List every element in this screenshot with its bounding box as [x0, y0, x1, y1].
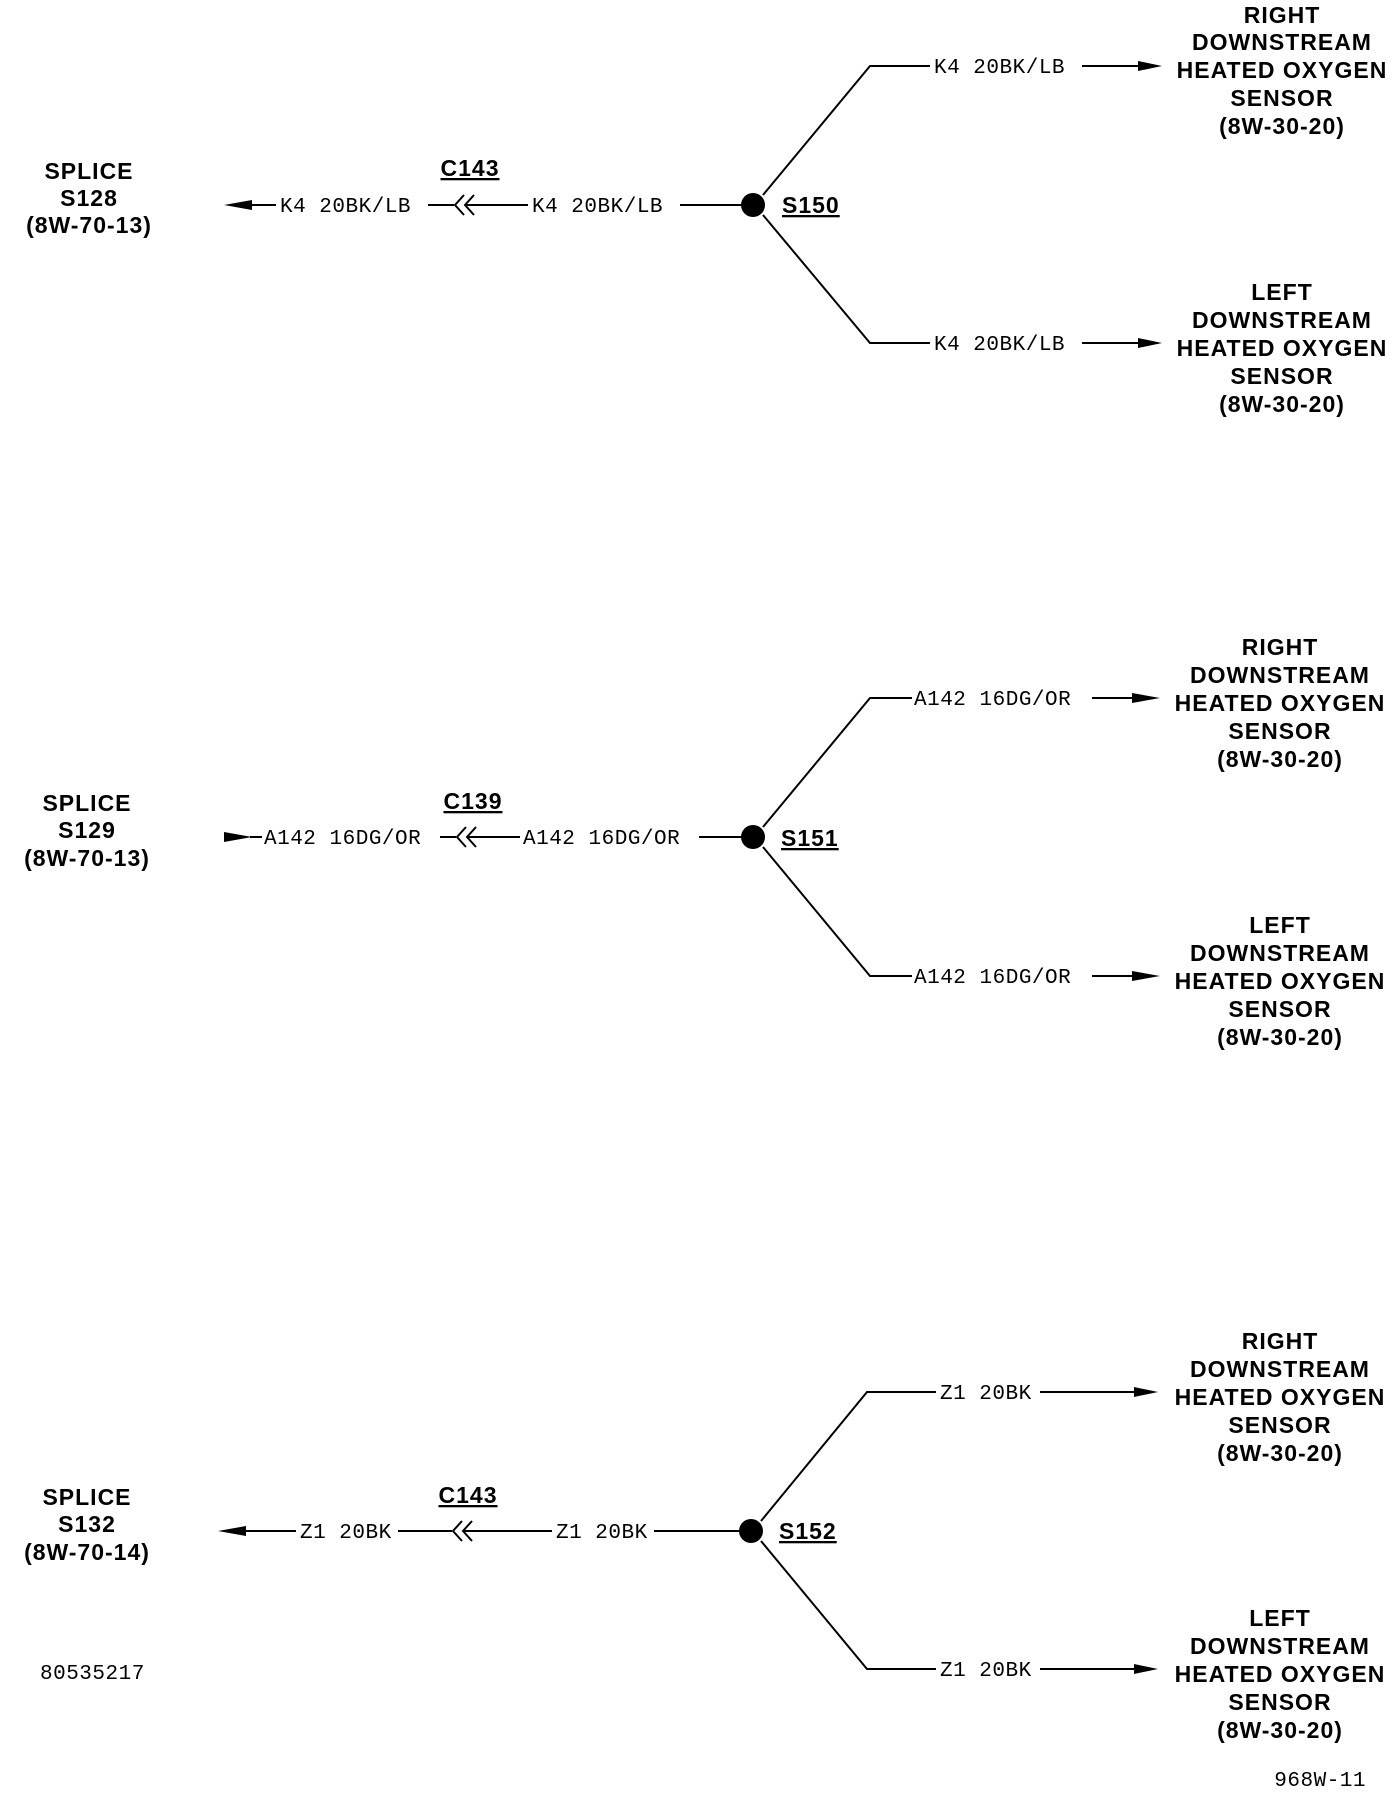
splice-label-line: SPLICE	[44, 158, 133, 184]
arrow-left-icon	[224, 200, 252, 210]
destination-label-line: DOWNSTREAM	[1190, 940, 1370, 966]
destination-label-line: (8W-30-20)	[1217, 746, 1343, 772]
arrow-right-icon	[1138, 61, 1162, 71]
splice-label-line: (8W-70-13)	[24, 845, 150, 871]
destination-label-line: HEATED OXYGEN	[1175, 968, 1386, 994]
circuit-3: SPLICE S132 (8W-70-14) Z1 20BK C143 Z1 2…	[24, 1328, 1386, 1743]
destination-label-line: HEATED OXYGEN	[1175, 1384, 1386, 1410]
branch-lower	[762, 214, 930, 344]
arrow-left-icon	[218, 1526, 246, 1536]
connector-chevron-icon	[451, 1520, 463, 1542]
destination-label-line: LEFT	[1249, 912, 1311, 938]
connector-label: C143	[441, 155, 500, 181]
arrow-right-icon	[1132, 693, 1160, 703]
circuit-1: SPLICE S128 (8W-70-13) K4 20BK/LB C143 K…	[26, 2, 1388, 417]
destination-label-line: RIGHT	[1244, 2, 1321, 28]
wire-label: A142 16DG/OR	[523, 828, 680, 851]
destination-label-line: HEATED OXYGEN	[1175, 690, 1386, 716]
connector-label: C143	[439, 1482, 498, 1508]
splice-point-label: S151	[781, 825, 839, 851]
branch-lower	[762, 846, 912, 977]
splice-dot-icon	[741, 825, 765, 849]
destination-label-line: DOWNSTREAM	[1190, 1633, 1370, 1659]
destination-label-line: SENSOR	[1228, 1412, 1331, 1438]
splice-dot-icon	[739, 1519, 763, 1543]
branch-lower	[760, 1540, 936, 1670]
connector-label: C139	[444, 788, 503, 814]
splice-label-line: (8W-70-13)	[26, 212, 152, 238]
destination-label-line: SENSOR	[1228, 996, 1331, 1022]
destination-label-line: SENSOR	[1230, 85, 1333, 111]
connector-chevron-icon	[455, 826, 467, 848]
destination-label-line: (8W-30-20)	[1217, 1024, 1343, 1050]
branch-upper	[762, 697, 912, 828]
splice-point-label: S152	[779, 1518, 837, 1544]
wire-label: K4 20BK/LB	[280, 196, 411, 219]
circuit-2: SPLICE S129 (8W-70-13) A142 16DG/OR C139…	[24, 634, 1386, 1050]
splice-label-line: S132	[58, 1511, 116, 1537]
destination-label-line: DOWNSTREAM	[1192, 307, 1372, 333]
destination-label-line: RIGHT	[1242, 634, 1319, 660]
wire-label: Z1 20BK	[556, 1522, 648, 1545]
destination-label-line: LEFT	[1249, 1605, 1311, 1631]
destination-label-line: DOWNSTREAM	[1190, 662, 1370, 688]
destination-label-line: (8W-30-20)	[1217, 1440, 1343, 1466]
destination-label-line: DOWNSTREAM	[1192, 29, 1372, 55]
destination-label-line: HEATED OXYGEN	[1177, 335, 1388, 361]
arrow-right-icon	[1134, 1387, 1158, 1397]
destination-label-line: DOWNSTREAM	[1190, 1356, 1370, 1382]
arrow-right-icon	[1138, 338, 1162, 348]
wire-label: A142 16DG/OR	[914, 689, 1071, 712]
destination-label-line: SENSOR	[1228, 718, 1331, 744]
arrow-right-icon	[1134, 1664, 1158, 1674]
connector-chevron-icon	[453, 194, 465, 216]
splice-dot-icon	[741, 193, 765, 217]
splice-point-label: S150	[782, 192, 840, 218]
splice-label-line: SPLICE	[42, 790, 131, 816]
wire-label: K4 20BK/LB	[532, 196, 663, 219]
wire-label: K4 20BK/LB	[934, 57, 1065, 80]
destination-label-line: (8W-30-20)	[1219, 113, 1345, 139]
destination-label-line: HEATED OXYGEN	[1175, 1661, 1386, 1687]
figure-id: 968W-11	[1274, 1770, 1366, 1793]
wire-label: A142 16DG/OR	[264, 828, 421, 851]
splice-label-line: SPLICE	[42, 1484, 131, 1510]
branch-upper	[762, 65, 930, 196]
wire-label: Z1 20BK	[940, 1383, 1032, 1406]
arrow-right-icon	[224, 832, 252, 842]
destination-label-line: (8W-30-20)	[1217, 1717, 1343, 1743]
arrow-right-icon	[1132, 971, 1160, 981]
destination-label-line: SENSOR	[1230, 363, 1333, 389]
wire-label: Z1 20BK	[940, 1660, 1032, 1683]
wire-label: A142 16DG/OR	[914, 967, 1071, 990]
destination-label-line: SENSOR	[1228, 1689, 1331, 1715]
branch-upper	[760, 1391, 936, 1522]
splice-label-line: S129	[58, 817, 116, 843]
destination-label-line: (8W-30-20)	[1219, 391, 1345, 417]
splice-label-line: S128	[60, 185, 118, 211]
part-number: 80535217	[40, 1663, 145, 1686]
wire-label: Z1 20BK	[300, 1522, 392, 1545]
destination-label-line: LEFT	[1251, 279, 1313, 305]
wire-label: K4 20BK/LB	[934, 334, 1065, 357]
splice-label-line: (8W-70-14)	[24, 1539, 150, 1565]
destination-label-line: HEATED OXYGEN	[1177, 57, 1388, 83]
destination-label-line: RIGHT	[1242, 1328, 1319, 1354]
